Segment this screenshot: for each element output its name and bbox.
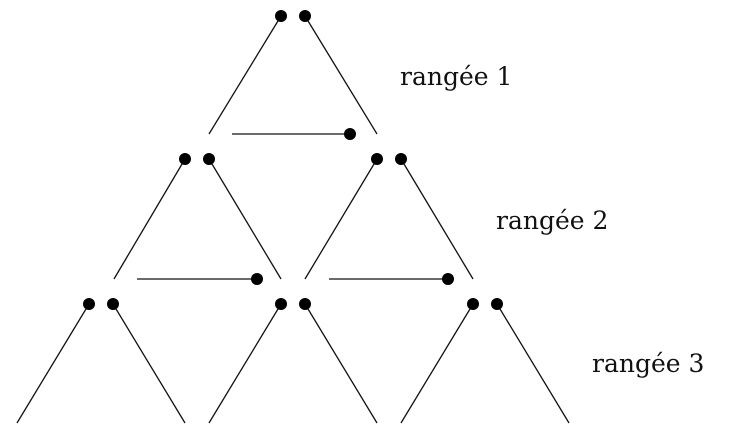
row-label-3: rangée 3 [592, 349, 705, 378]
connector-row1 [232, 128, 356, 140]
connector-dot [344, 128, 356, 140]
node-row3-left [16, 298, 186, 424]
branch-line [113, 158, 186, 280]
node-dot [83, 298, 95, 310]
connector-dot [251, 273, 263, 285]
node-dot [299, 298, 311, 310]
branch-line [496, 303, 570, 424]
branch-line [208, 158, 282, 280]
node-row2-right [304, 153, 474, 280]
node-dot [179, 153, 191, 165]
connector-dot [442, 273, 454, 285]
node-dot [467, 298, 479, 310]
branch-line [400, 158, 474, 280]
node-dot [395, 153, 407, 165]
node-dot [371, 153, 383, 165]
node-dot [275, 10, 287, 22]
branch-line [112, 303, 186, 424]
connector-row2-left [137, 273, 263, 285]
branch-line [16, 303, 90, 424]
branch-line [304, 15, 378, 135]
branch-line [304, 158, 378, 280]
node-dot [275, 298, 287, 310]
branch-line [208, 15, 282, 135]
connector-row2-right [329, 273, 454, 285]
node-dot [107, 298, 119, 310]
branch-line [400, 303, 474, 424]
row-label-2: rangée 2 [496, 206, 609, 235]
node-top [208, 10, 378, 135]
branch-line [208, 303, 282, 424]
node-dot [491, 298, 503, 310]
node-row2-left [113, 153, 282, 280]
node-row3-right [400, 298, 570, 424]
node-row3-middle [208, 298, 378, 424]
node-dot [203, 153, 215, 165]
row-label-1: rangée 1 [400, 62, 513, 91]
node-dot [299, 10, 311, 22]
branch-line [304, 303, 378, 424]
